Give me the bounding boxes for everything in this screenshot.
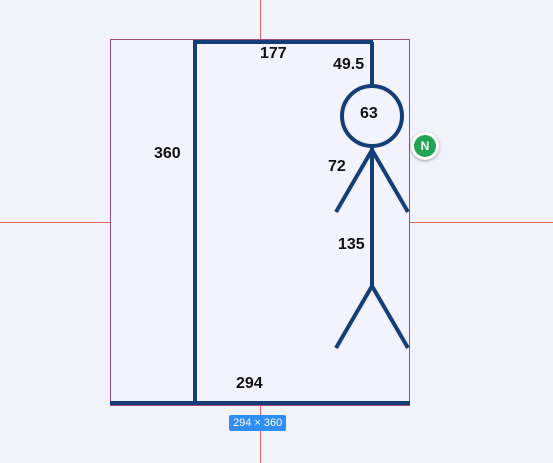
avatar-initial: N xyxy=(414,135,436,157)
gallows-height-label: 360 xyxy=(154,145,181,162)
collaborator-avatar[interactable]: N xyxy=(411,132,439,160)
selection-size-badge: 294 × 360 xyxy=(229,415,287,431)
rope-length-label: 49.5 xyxy=(333,56,365,73)
stick-figure-left-arm xyxy=(334,148,374,214)
head-diameter-label: 63 xyxy=(360,105,378,122)
top-width-label: 177 xyxy=(260,45,287,62)
body-length-label: 135 xyxy=(338,236,365,253)
stick-figure-left-leg xyxy=(334,284,374,350)
stick-figure-right-leg xyxy=(370,284,410,350)
stick-figure-right-arm xyxy=(370,148,410,214)
base-width-label: 294 xyxy=(236,375,263,392)
selection-frame[interactable] xyxy=(110,39,410,406)
arm-length-label: 72 xyxy=(328,158,346,175)
